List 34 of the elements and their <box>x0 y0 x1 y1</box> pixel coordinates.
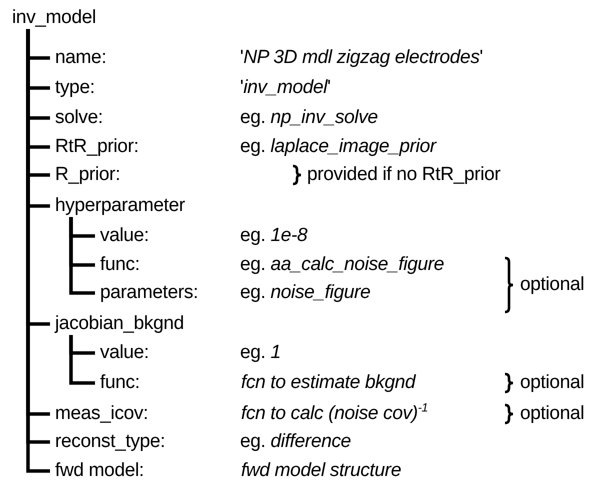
field-value: eg. 1e-8 <box>240 225 308 247</box>
field-value: fwd model structure <box>241 460 402 482</box>
field-name: solve: <box>55 107 103 129</box>
field-value: fcn to estimate bkgnd <box>241 372 416 394</box>
field-name: hyperparameter <box>55 195 185 217</box>
note: optional <box>520 372 584 394</box>
field-name: jacobian_bkgnd <box>55 313 184 335</box>
field-name: type: <box>55 77 95 99</box>
field-name: meas_icov: <box>55 403 148 425</box>
field-value: eg. 1 <box>240 342 281 364</box>
field-value: eg. noise_figure <box>240 282 370 304</box>
field-value: 'inv_model' <box>240 77 331 99</box>
field-name: name: <box>55 47 106 69</box>
note: optional <box>520 274 584 296</box>
tree-connector <box>69 335 95 385</box>
field-value: eg. difference <box>240 431 351 453</box>
field-name: fwd model: <box>55 460 144 482</box>
field-name: inv_model <box>12 7 96 29</box>
field-value: fcn to calc (noise cov)$^{-1}$ <box>241 403 428 425</box>
note: provided if no RtR_prior <box>307 164 500 186</box>
field-value: 'NP 3D mdl zigzag electrodes' <box>240 47 483 69</box>
field-name: R_prior: <box>55 164 120 186</box>
tree-connector <box>69 217 95 295</box>
field-name: func: <box>100 372 140 394</box>
field-value: eg. aa_calc_noise_figure <box>240 254 444 276</box>
field-value: eg. laplace_image_prior <box>240 136 436 158</box>
field-name: parameters: <box>100 282 198 304</box>
field-name: func: <box>100 254 140 276</box>
field-name: reconst_type: <box>55 431 166 453</box>
field-value: eg. np_inv_solve <box>240 107 378 129</box>
field-name: value: <box>100 342 149 364</box>
field-name: value: <box>100 225 149 247</box>
field-name: RtR_prior: <box>55 136 139 158</box>
note: optional <box>520 403 584 425</box>
